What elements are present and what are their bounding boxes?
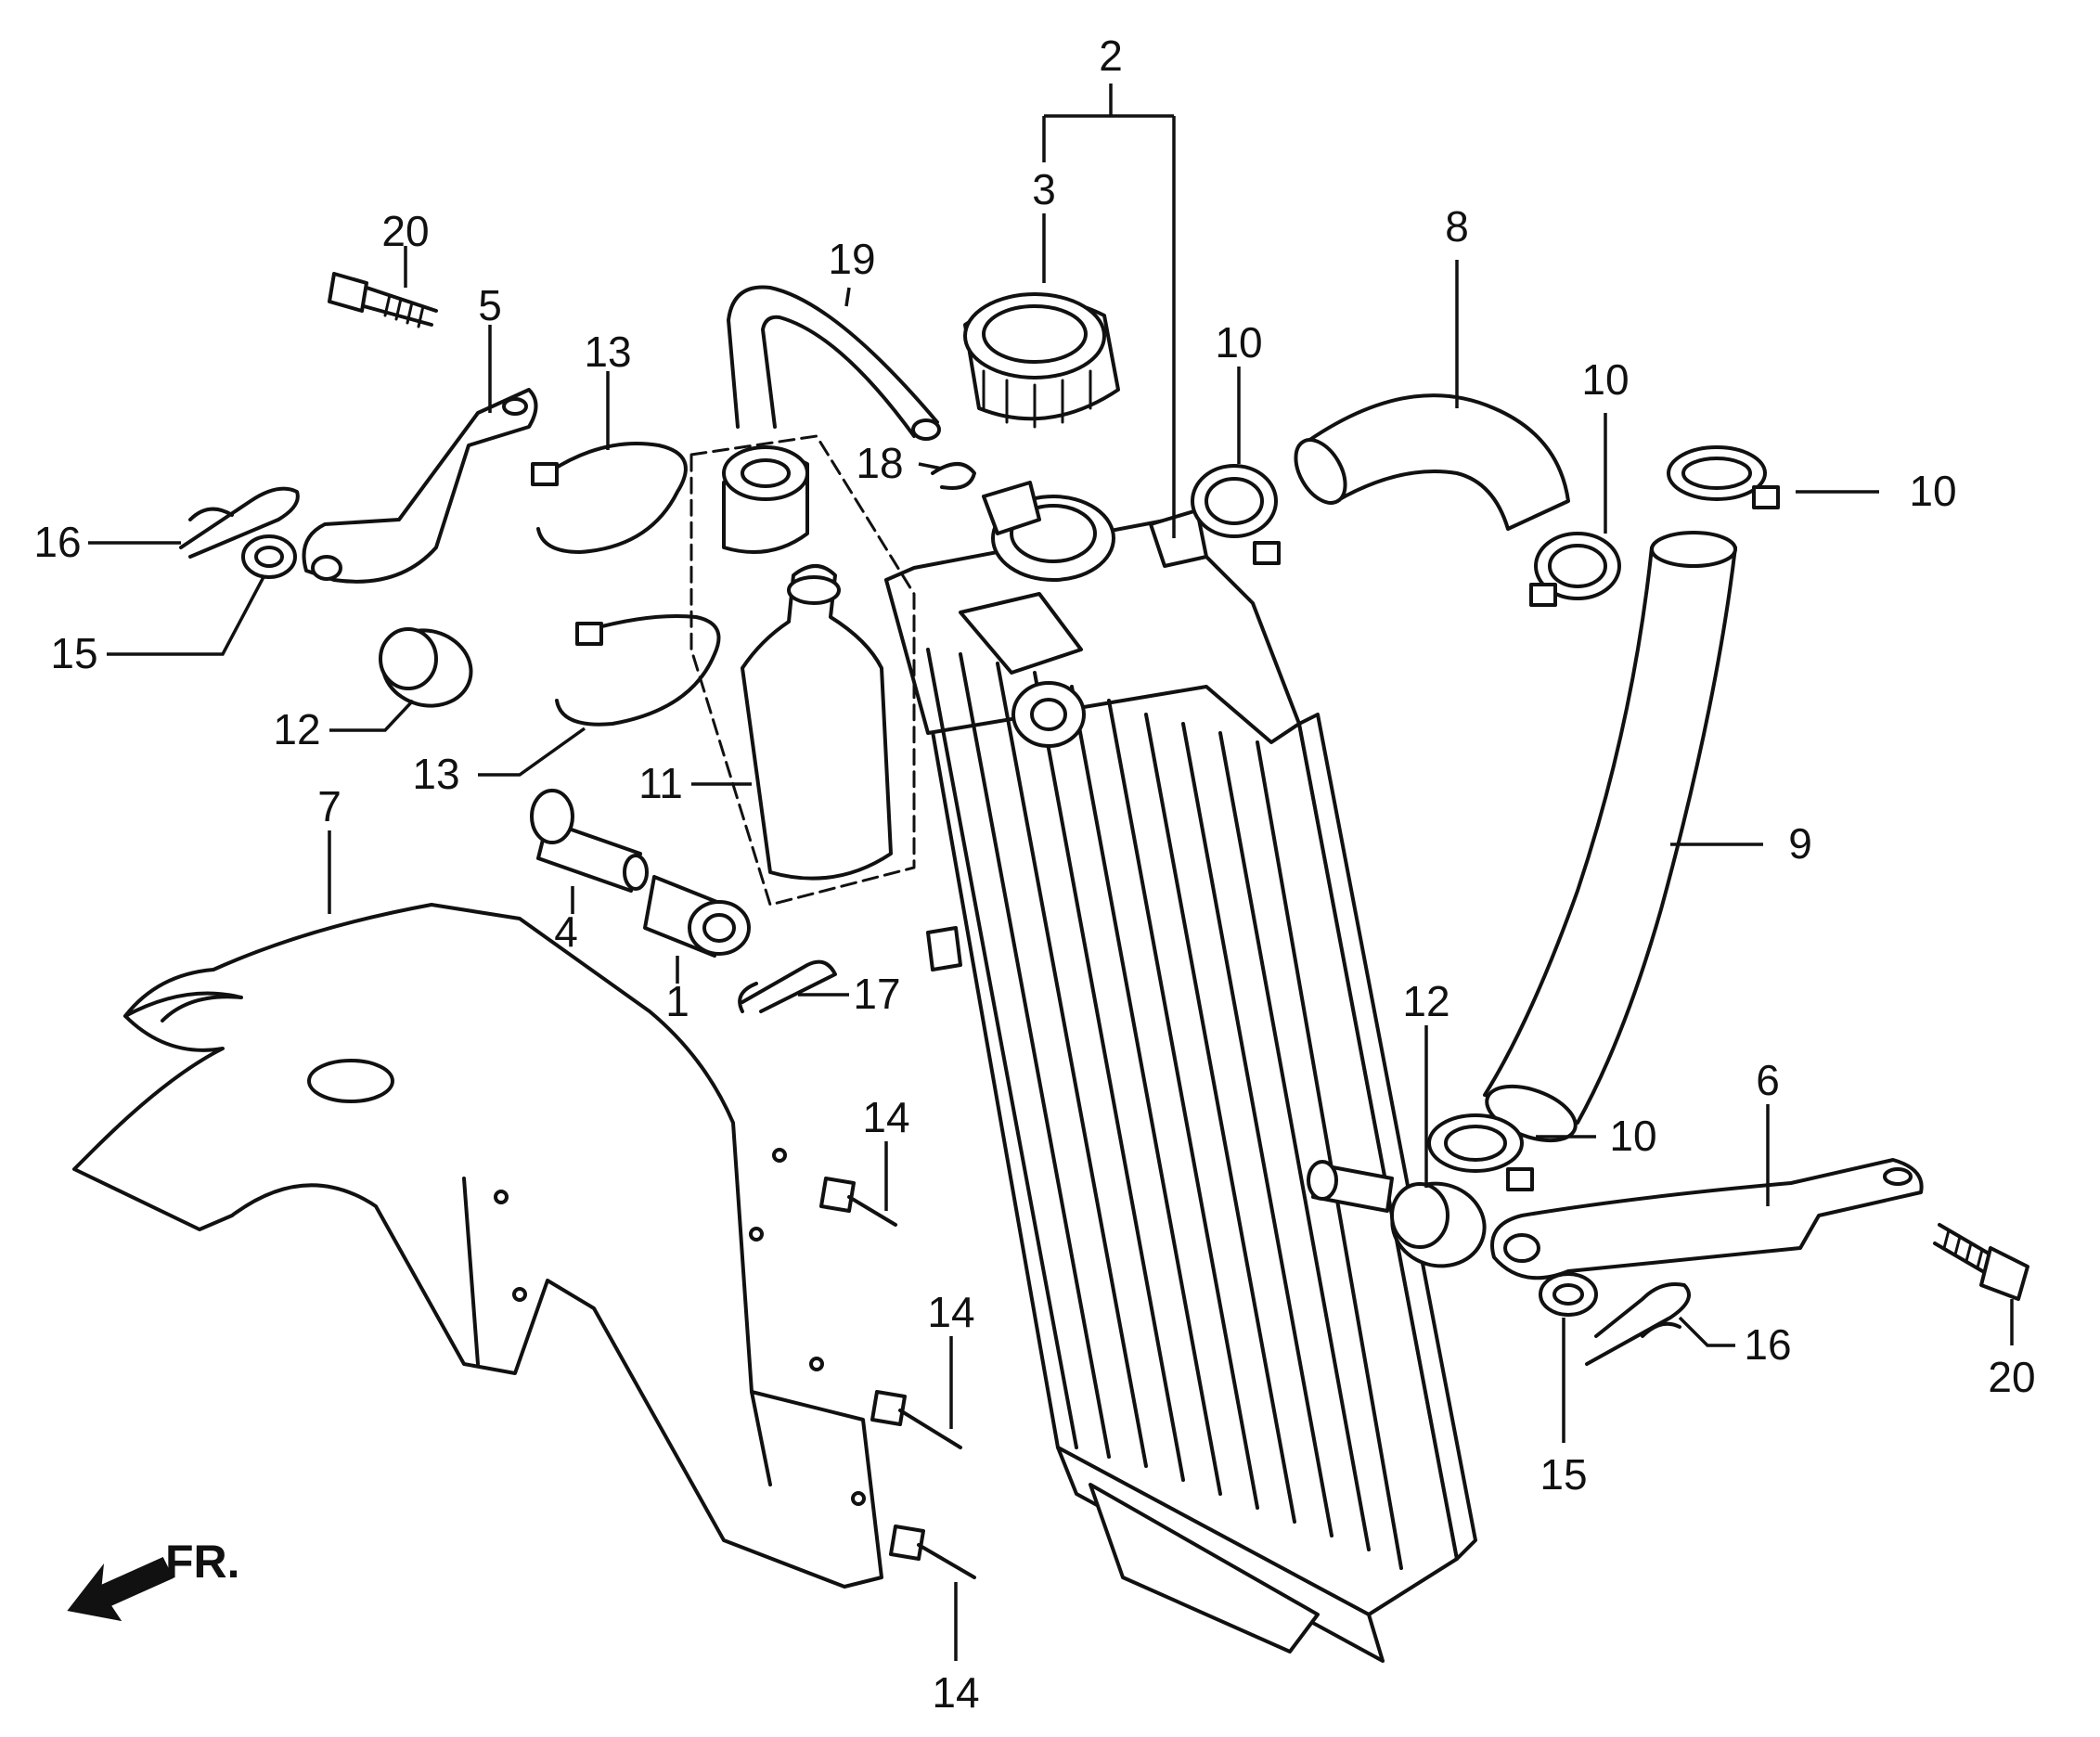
radiator-shroud xyxy=(72,903,883,1589)
rivet-middle xyxy=(870,1390,962,1449)
callout-12-left: 12 xyxy=(273,705,320,753)
lower-right-stay xyxy=(1490,1158,1924,1280)
washer-upper-left xyxy=(241,534,297,579)
callout-9: 9 xyxy=(1788,819,1812,868)
callout-16-lower-right: 16 xyxy=(1744,1320,1791,1369)
callout-7: 7 xyxy=(317,782,341,830)
radiator-fins xyxy=(926,648,1403,1570)
tank-band-lower xyxy=(555,614,721,727)
callout-18: 18 xyxy=(856,439,903,487)
callout-1: 1 xyxy=(665,977,689,1025)
reserve-tank xyxy=(689,434,916,907)
callout-20-lower-right: 20 xyxy=(1988,1353,2035,1401)
callout-15-upper-left: 15 xyxy=(50,629,97,677)
clip-17 xyxy=(738,959,837,1013)
washer-lower-right xyxy=(1539,1272,1598,1317)
callout-8: 8 xyxy=(1445,202,1469,251)
front-direction-label: FR. xyxy=(165,1536,240,1588)
radiator-assembly xyxy=(884,481,1477,1663)
callout-13-lower: 13 xyxy=(412,750,459,798)
hose-clamp-upper-left xyxy=(1191,464,1281,565)
upper-hose xyxy=(1294,393,1570,531)
radiator-cap xyxy=(963,292,1120,429)
callout-14-lower: 14 xyxy=(932,1668,979,1717)
callout-6: 6 xyxy=(1756,1056,1780,1104)
callout-12-right: 12 xyxy=(1402,977,1449,1025)
callout-19: 19 xyxy=(828,235,875,283)
bolt-upper-left xyxy=(328,272,438,328)
bolt-lower-right xyxy=(1933,1223,2029,1301)
hose-clamp-upper-right xyxy=(1667,445,1780,509)
hose-clamp-lower xyxy=(1427,1113,1534,1191)
rivet-lower xyxy=(889,1525,976,1579)
clip-18 xyxy=(931,462,976,490)
callout-10-lower: 10 xyxy=(1609,1112,1656,1160)
callout-14-upper: 14 xyxy=(862,1093,909,1141)
callout-10-upper-middle: 10 xyxy=(1581,355,1629,404)
clip-lower-right xyxy=(1585,1282,1691,1366)
mount-pin-right xyxy=(1307,1160,1394,1213)
collar xyxy=(530,789,649,893)
callout-14-middle: 14 xyxy=(927,1288,974,1336)
grommet-left xyxy=(379,627,473,708)
callout-13-upper: 13 xyxy=(584,328,631,376)
callout-5: 5 xyxy=(478,281,502,329)
leader-lines xyxy=(88,84,2014,1661)
front-direction-arrow xyxy=(67,1557,174,1622)
callout-20-upper-left: 20 xyxy=(381,207,429,255)
clip-upper-left xyxy=(179,486,300,559)
overflow-hose xyxy=(727,285,941,441)
hose-clamp-upper-middle xyxy=(1529,532,1621,607)
callout-10-upper-left: 10 xyxy=(1215,318,1262,367)
callout-3: 3 xyxy=(1032,165,1056,213)
callout-4: 4 xyxy=(554,907,578,956)
callout-15-lower-right: 15 xyxy=(1540,1450,1587,1499)
callout-11: 11 xyxy=(638,759,683,807)
lower-hose xyxy=(1483,531,1737,1143)
callout-labels: 2 3 8 19 20 5 13 10 10 10 18 16 15 12 13… xyxy=(33,32,2035,1717)
bushing xyxy=(643,875,751,958)
grommet-right xyxy=(1390,1181,1487,1268)
upper-left-stay xyxy=(302,388,538,584)
rivet-upper xyxy=(819,1177,897,1227)
callout-2: 2 xyxy=(1099,32,1123,80)
callout-10-upper-right: 10 xyxy=(1909,467,1956,515)
callout-16-upper-left: 16 xyxy=(33,518,81,566)
tank-band-upper xyxy=(531,442,688,554)
callout-17: 17 xyxy=(853,970,900,1018)
